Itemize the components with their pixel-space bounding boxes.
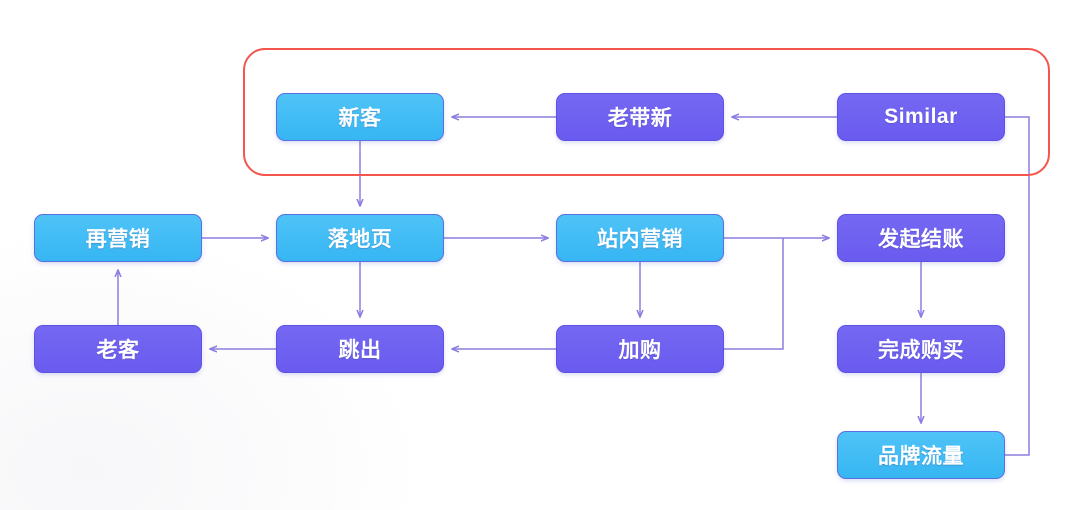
node-laodaixin[interactable]: 老带新 — [556, 93, 724, 141]
node-pinpailiuliang[interactable]: 品牌流量 — [837, 431, 1005, 479]
node-xinke[interactable]: 新客 — [276, 93, 444, 141]
node-luodiye[interactable]: 落地页 — [276, 214, 444, 262]
node-zaiyingxiao[interactable]: 再营销 — [34, 214, 202, 262]
edge-jiagou-faqijiezhang — [724, 238, 784, 350]
edge-pinpailiul-similar — [1005, 116, 1030, 456]
node-faqijiezhang[interactable]: 发起结账 — [837, 214, 1005, 262]
node-tiaochu[interactable]: 跳出 — [276, 325, 444, 373]
node-laoke[interactable]: 老客 — [34, 325, 202, 373]
node-wanchenggoumai[interactable]: 完成购买 — [837, 325, 1005, 373]
node-jiagou[interactable]: 加购 — [556, 325, 724, 373]
node-similar[interactable]: Similar — [837, 93, 1005, 141]
node-zhanneiyingxiao[interactable]: 站内营销 — [556, 214, 724, 262]
